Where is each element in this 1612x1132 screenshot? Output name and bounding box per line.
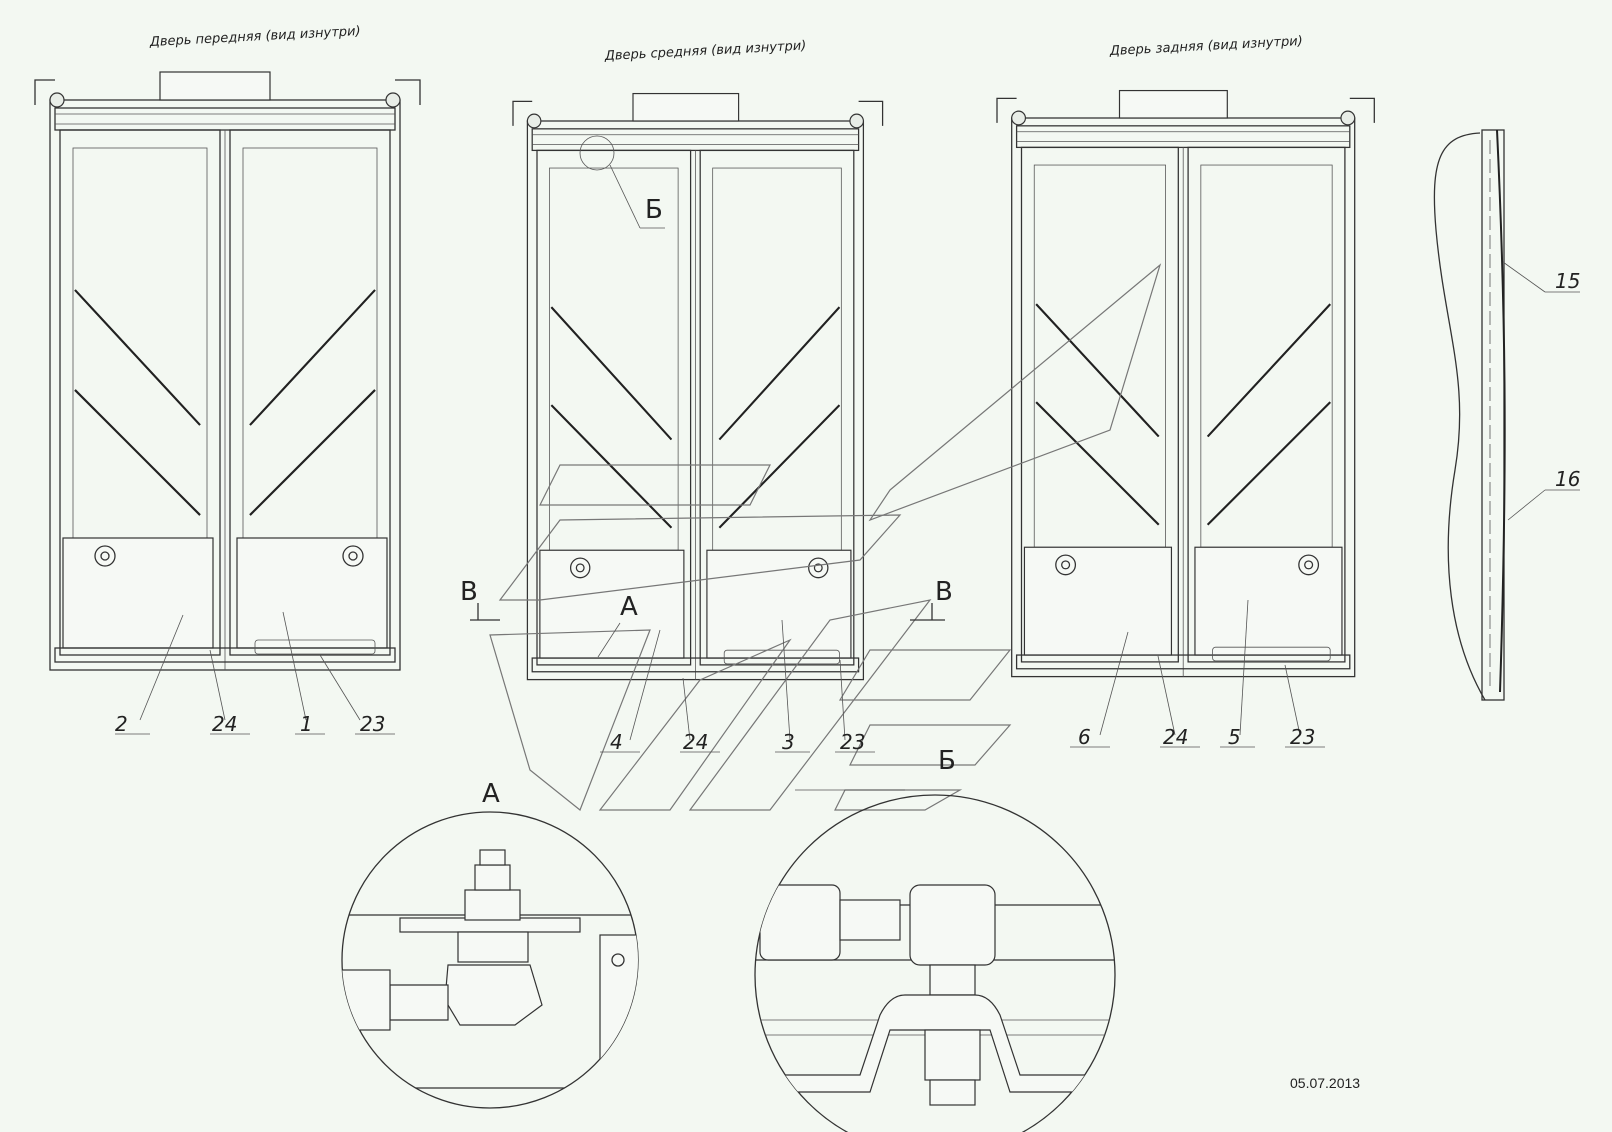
watermark-logo bbox=[489, 263, 1162, 811]
callout-rear-24: 24 bbox=[1163, 725, 1188, 749]
callout-front-2: 2 bbox=[115, 712, 128, 736]
callout-front-23: 23 bbox=[360, 712, 385, 736]
detail-a-marker: А bbox=[620, 592, 638, 622]
callout-middle-23: 23 bbox=[840, 730, 865, 754]
callout-16: 16 bbox=[1555, 467, 1580, 491]
rear-door-title: Дверь задняя (вид изнутри) bbox=[1108, 34, 1303, 59]
detail-a-title: А bbox=[482, 779, 500, 809]
callout-front-1: 1 bbox=[300, 712, 313, 736]
detail-b-view bbox=[754, 794, 1116, 1132]
detail-a-view bbox=[341, 811, 639, 1109]
front-door-title: Дверь передняя (вид изнутри) bbox=[148, 24, 361, 50]
callout-rear-23: 23 bbox=[1290, 725, 1315, 749]
callout-leaders bbox=[115, 599, 1325, 753]
section-v-left-label: В bbox=[460, 577, 478, 607]
callout-middle-24: 24 bbox=[683, 730, 708, 754]
callout-rear-6: 6 bbox=[1078, 725, 1091, 749]
drawing-date: 05.07.2013 bbox=[1290, 1075, 1360, 1091]
detail-b-marker: Б bbox=[645, 195, 663, 225]
front-door-view bbox=[34, 71, 421, 671]
rear-door-view bbox=[996, 89, 1376, 678]
detail-b-title: Б bbox=[938, 746, 956, 776]
middle-door-view bbox=[512, 92, 884, 681]
callout-middle-4: 4 bbox=[610, 730, 623, 754]
side-view bbox=[1433, 129, 1580, 701]
callout-15: 15 bbox=[1555, 269, 1580, 293]
callout-front-24: 24 bbox=[212, 712, 237, 736]
section-v-right-label: В bbox=[935, 577, 953, 607]
callout-rear-5: 5 bbox=[1228, 725, 1241, 749]
callout-middle-3: 3 bbox=[782, 730, 795, 754]
middle-door-title: Дверь средняя (вид изнутри) bbox=[603, 38, 806, 64]
